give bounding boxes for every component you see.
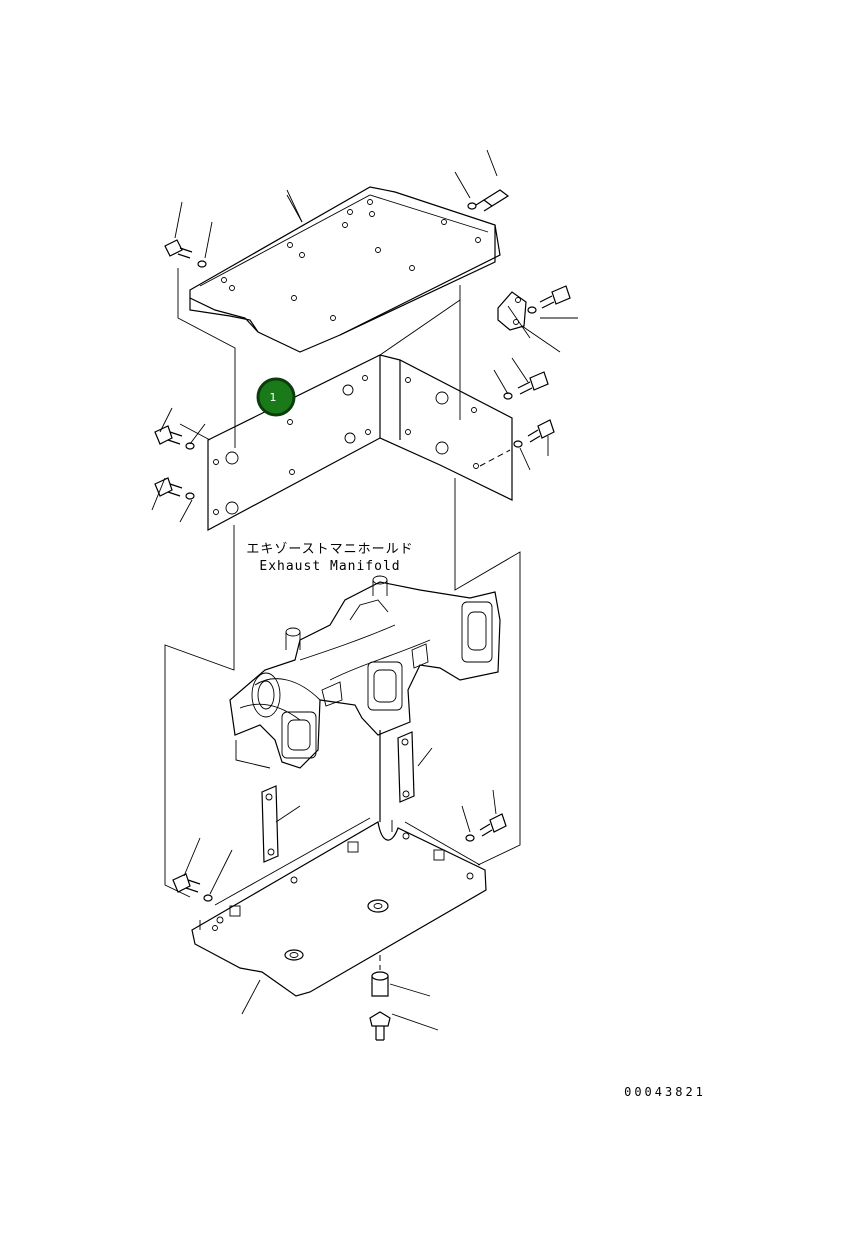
support-strap-left (261, 785, 279, 863)
hex-bolt-icon (475, 189, 510, 212)
callout-circle[interactable] (256, 377, 296, 417)
leader-lines (151, 149, 578, 1031)
washer-icon (467, 202, 477, 210)
washer-icon (527, 306, 537, 314)
exploded-view-frame (164, 268, 521, 898)
hex-bolt-icon (154, 425, 183, 445)
bolt-set (154, 189, 571, 902)
support-strap-right (397, 731, 415, 803)
exhaust-manifold (229, 575, 501, 769)
washer-icon (203, 894, 213, 902)
hex-bolt-icon (527, 419, 555, 443)
hex-bolt-icon (172, 873, 201, 893)
washer-icon (197, 260, 207, 268)
hex-bolt-icon (164, 239, 193, 259)
callout-number: 1 (270, 391, 277, 404)
washer-icon (465, 834, 475, 842)
bottom-bolt (369, 1011, 391, 1041)
hex-bolt-icon (517, 371, 549, 395)
hex-bolt-icon (479, 813, 507, 837)
washer-icon (185, 492, 195, 500)
drawing-code: 00043821 (624, 1085, 706, 1099)
manifold-label-en: Exhaust Manifold (259, 559, 400, 574)
washer (367, 899, 389, 913)
callout-1[interactable]: 1 (256, 377, 296, 417)
washer-icon (503, 392, 513, 400)
hex-bolt-icon (539, 285, 571, 309)
angle-clip (497, 291, 527, 331)
top-cover-plate (189, 186, 501, 353)
washer-icon (513, 440, 523, 448)
bottom-plate (191, 817, 487, 997)
washer-icon (185, 442, 195, 450)
manifold-label-jp: エキゾーストマニホールド (246, 542, 413, 557)
collar (371, 971, 389, 997)
heat-shield-bracket (207, 354, 513, 532)
